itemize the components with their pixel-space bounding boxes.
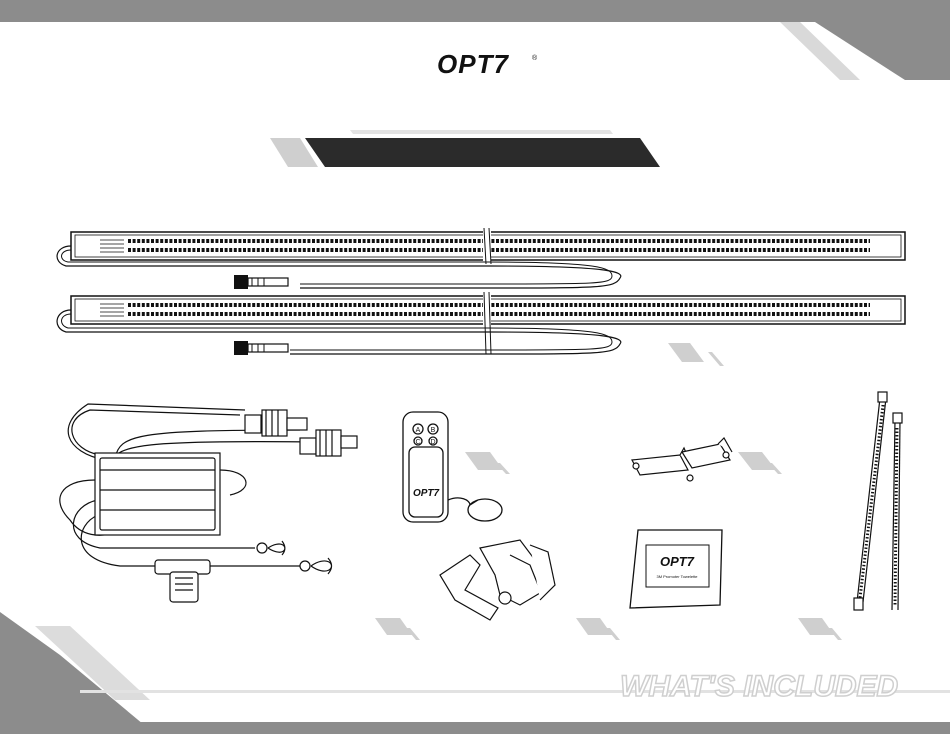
remote-logo: OPT7 bbox=[413, 488, 440, 499]
remote-button-c: C bbox=[415, 439, 420, 446]
mounting-brackets bbox=[440, 540, 555, 620]
whats-included-title: WHAT'S INCLUDED bbox=[620, 670, 898, 704]
pouch-logo: OPT7 bbox=[660, 554, 695, 569]
brand-logo: OPT7 bbox=[437, 51, 509, 77]
title-banner bbox=[270, 130, 660, 167]
light-bar-2 bbox=[57, 292, 905, 355]
registered-mark: ® bbox=[532, 55, 537, 62]
control-box-harness bbox=[60, 404, 357, 602]
remote-button-d: D bbox=[430, 439, 435, 446]
mounting-clips bbox=[632, 438, 732, 481]
remote-button-a: A bbox=[416, 427, 421, 434]
adhesion-pouch: OPT7 3M Promoter Towelette bbox=[630, 530, 722, 608]
remote-button-b: B bbox=[431, 427, 436, 434]
pouch-label: 3M Promoter Towelette bbox=[656, 574, 698, 579]
zip-ties bbox=[854, 392, 902, 610]
top-right-corner-decoration bbox=[780, 22, 950, 80]
light-bar-1 bbox=[57, 228, 905, 289]
